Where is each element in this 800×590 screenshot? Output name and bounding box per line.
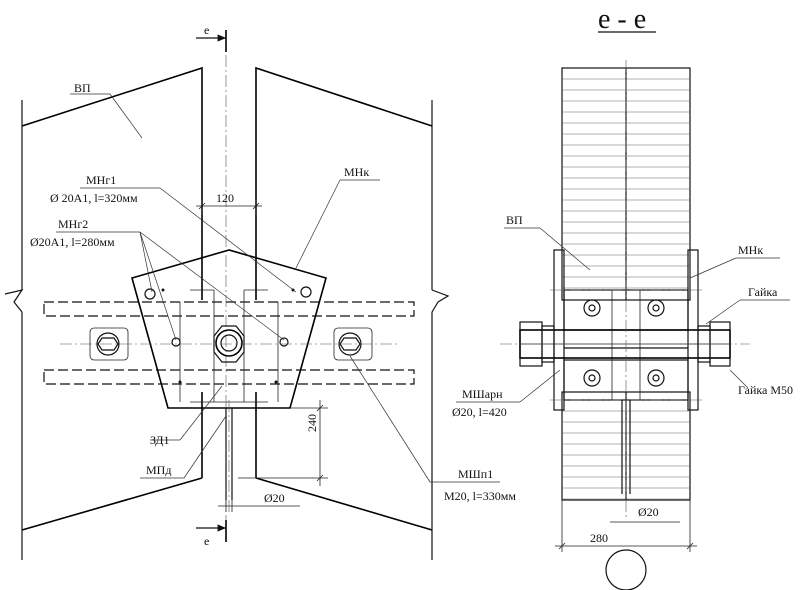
label-msharn: МШарн	[462, 387, 503, 401]
bottom-pin	[225, 400, 233, 512]
section-cut-bottom: е	[196, 520, 227, 548]
label-mshp1-spec: М20, l=330мм	[444, 489, 516, 503]
label-mshp1: МШп1	[458, 467, 493, 481]
dimension-240-label: 240	[305, 414, 319, 432]
wall-panel-left	[4, 66, 203, 560]
dashed-beams	[43, 301, 415, 385]
dimension-280-label: 280	[590, 531, 608, 545]
cut-mark-bottom-label: е	[204, 534, 209, 548]
label-mng2: МНг2	[58, 217, 88, 231]
dimension-dia20-right-label: Ø20	[638, 505, 659, 519]
dimension-280: 280	[555, 500, 697, 552]
label-nut: Гайка	[748, 285, 778, 299]
joint-block	[550, 289, 704, 401]
section-title: е - е	[598, 4, 646, 35]
label-mnk-left: МНк	[344, 165, 369, 179]
label-vp-right: ВП	[506, 213, 523, 227]
hole-icon	[300, 286, 312, 298]
label-mng1: МНг1	[86, 173, 116, 187]
dimension-240: 240	[238, 400, 328, 486]
cut-mark-top-label: е	[204, 23, 209, 37]
label-zd1: ЗД1	[150, 433, 169, 447]
dimension-dia20-right: Ø20	[610, 505, 680, 523]
dimension-dia20-left-label: Ø20	[264, 491, 285, 505]
hole-icon	[144, 288, 156, 300]
vertical-pin	[621, 60, 631, 520]
hole-icon	[171, 337, 181, 347]
label-vp-left: ВП	[74, 81, 91, 95]
section-cut-top: е	[196, 23, 227, 52]
hinge-bolt-icon	[500, 321, 750, 367]
central-bolt-icon	[213, 325, 245, 363]
label-mnk-right: МНк	[738, 243, 763, 257]
dimension-120: 120	[196, 191, 262, 215]
left-view: е е	[4, 23, 516, 560]
label-mng2-spec: Ø20А1, l=280мм	[30, 235, 115, 249]
wall-panel-right	[255, 66, 450, 560]
dimension-dia20-left: Ø20	[218, 491, 300, 512]
pin-section-circle	[605, 549, 647, 590]
hole-icon	[279, 337, 289, 347]
label-mpd: МПд	[146, 463, 171, 477]
right-view: е - е	[452, 4, 793, 590]
label-nut-m50: Гайка М50	[738, 383, 793, 397]
label-msharn-spec: Ø20, l=420	[452, 405, 507, 419]
label-mng1-spec: Ø 20А1, l=320мм	[50, 191, 138, 205]
dimension-120-label: 120	[216, 191, 234, 205]
